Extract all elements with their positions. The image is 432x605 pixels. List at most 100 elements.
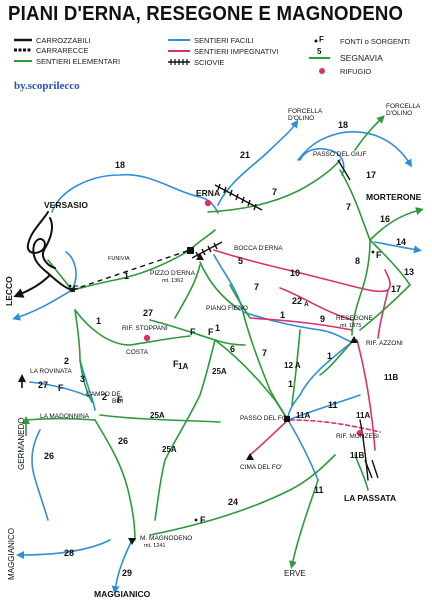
trail-1-costa (74, 309, 131, 346)
legend-sciovie: SCIOVIE (194, 58, 225, 67)
num-29: 29 (122, 568, 132, 578)
summit-resegone (350, 336, 358, 343)
label-passo-del-fo: PASSO DEL FO' (240, 415, 288, 422)
trail-17-giuf (354, 115, 385, 151)
num-5: 5 (238, 256, 243, 266)
trail-17-down (359, 284, 411, 331)
num-1ai: 1A (178, 362, 188, 371)
num-11c: 11 (314, 485, 324, 495)
label-la-passata: LA PASSATA (344, 493, 396, 503)
label-la-rovinata: LA ROVINATA (30, 368, 72, 375)
map-title: PIANI D'ERNA, RESEGONE E MAGNODENO (8, 3, 404, 25)
skilift-giuf (337, 159, 351, 181)
fonte-campo: F (117, 395, 123, 405)
num-6: 6 (230, 344, 235, 354)
label-campo-de-boi-2: BOI (112, 398, 123, 405)
label-forcella-left-1: FORCELLA (288, 108, 323, 115)
label-maggianico-bottom: MAGGIANICO (94, 589, 151, 599)
skilift-bocca-ticks (195, 242, 218, 259)
passo-fo-station (284, 416, 290, 422)
num-22a-suffix: A (304, 301, 309, 308)
fonte-stoppani-2: F (208, 327, 214, 337)
num-11b: 11B (384, 373, 398, 382)
label-erna: ERNA (196, 188, 220, 198)
trail-1a (129, 335, 191, 346)
num-27b: 27 (38, 380, 48, 390)
label-cima-del-fo: CIMA DEL FO' (240, 464, 282, 471)
num-9: 9 (320, 314, 325, 324)
num-14: 14 (396, 237, 406, 247)
legend-carrarecce: CARRARECCE (36, 46, 89, 55)
num-12a: 12 A (284, 361, 301, 370)
passata-marker (364, 459, 379, 479)
rifugio-erna (204, 199, 212, 207)
label-costa: COSTA (126, 349, 149, 356)
trail-2-magnodeno (47, 259, 73, 291)
trail-25a-lower (99, 414, 221, 423)
trail-5 (213, 254, 244, 313)
summit-magnodeno (128, 538, 136, 545)
skilift-erna (214, 184, 263, 211)
num-10: 10 (290, 268, 300, 278)
num-16: 16 (380, 214, 390, 224)
trail-24 (149, 454, 336, 536)
trail-11a-monzesi (289, 419, 381, 433)
num-13: 13 (404, 267, 414, 277)
label-rif-monzesi: RIF. MONZESI (336, 433, 379, 440)
num-17b: 17 (391, 284, 401, 294)
legend-segnavia-number: 5 (317, 47, 322, 56)
num-27: 27 (143, 308, 153, 318)
trail-7-giuf-south (339, 169, 371, 241)
label-maggianico-left: MAGGIANICO (7, 528, 16, 580)
num-2b: 2 (102, 392, 107, 402)
fonte-stoppani: F (190, 327, 196, 337)
num-17: 17 (366, 170, 376, 180)
trail-22a (279, 287, 353, 321)
legend-carrozzabili: CARROZZABILI (36, 36, 91, 45)
num-7d: 7 (262, 348, 267, 358)
summit-pizzo-erna (196, 253, 204, 260)
trail-1-erna-lecco (71, 249, 191, 291)
summits (128, 247, 358, 545)
ski-lifts (191, 159, 351, 259)
fonte-lecco: F (73, 284, 79, 294)
legend-fonte-letter: F (319, 35, 324, 44)
trail-7-diag (199, 261, 241, 311)
trail-pian-fieno-resegone (242, 311, 353, 343)
road-versasio-2 (42, 217, 56, 269)
label-forcella-right-2: D'OLINO (386, 110, 412, 117)
num-22a: 22 (292, 296, 302, 306)
num-1f: 1 (288, 379, 293, 389)
trail-1-azzoni (319, 341, 353, 376)
trail-16 (369, 207, 424, 241)
fonti: F F F F F F F F (58, 250, 382, 525)
trail-germanedo-26 (31, 429, 49, 521)
trail-21-forcella (217, 119, 299, 206)
label-la-madonnina: LA MADONNINA (40, 413, 90, 420)
label-morterone: MORTERONE (366, 192, 422, 202)
num-18a: 18 (115, 160, 125, 170)
num-1c: 1 (215, 323, 220, 333)
fonte-lecco-dot (68, 284, 72, 288)
num-11: 11 (328, 400, 338, 410)
rifugio-monzesi (356, 429, 364, 437)
credit-text: by.scoprilecco (14, 80, 80, 92)
trail-2-campo (79, 359, 96, 411)
num-18b: 18 (338, 120, 348, 130)
label-bocca-erna: BOCCA D'ERNA (234, 245, 283, 252)
fonte-rovinata: F (58, 383, 64, 393)
trail-11-passata (354, 454, 369, 491)
num-28: 28 (64, 548, 74, 558)
num-1d: 1 (280, 310, 285, 320)
green-trails (24, 115, 424, 569)
trail-9 (249, 317, 353, 331)
num-1e: 1 (327, 351, 332, 361)
red-trails (213, 249, 391, 456)
trail-25a-main (154, 339, 216, 521)
num-25a3: 25A (162, 445, 177, 454)
num-7a: 7 (272, 187, 277, 197)
num-2: 2 (64, 356, 69, 366)
num-24: 24 (228, 497, 238, 507)
